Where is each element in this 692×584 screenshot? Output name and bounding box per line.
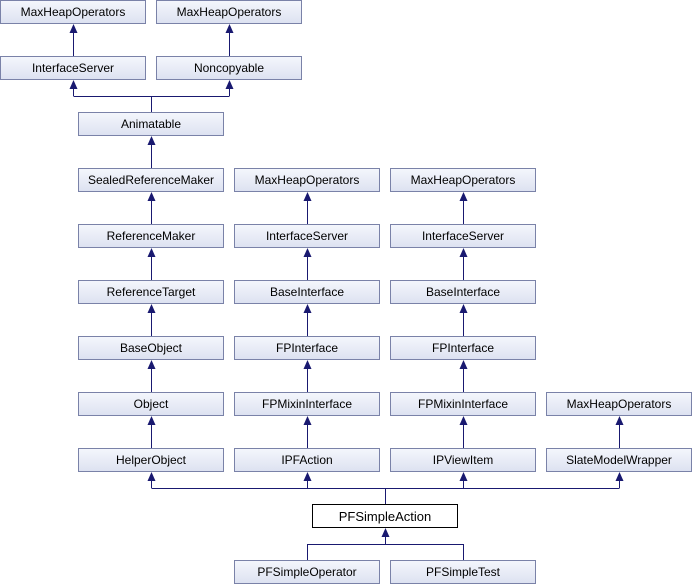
node-fp-interface-2[interactable]: FPInterface [390,336,536,360]
arrowhead [69,80,78,89]
node-ipview-item[interactable]: IPViewItem [390,448,536,472]
arrowhead [615,472,624,481]
arrowhead [459,192,468,201]
arrowhead [459,248,468,257]
node-object[interactable]: Object [78,392,224,416]
arrowhead [303,304,312,313]
arrowhead [459,416,468,425]
node-slate-model-wrapper[interactable]: SlateModelWrapper [546,448,692,472]
arrowhead [381,528,390,537]
node-base-interface-2[interactable]: BaseInterface [390,280,536,304]
node-sealed-reference-maker[interactable]: SealedReferenceMaker [78,168,224,192]
node-pf-simple-test[interactable]: PFSimpleTest [390,560,536,584]
node-fp-interface-1[interactable]: FPInterface [234,336,380,360]
node-pf-simple-operator[interactable]: PFSimpleOperator [234,560,380,584]
node-max-heap-operators-5[interactable]: MaxHeapOperators [546,392,692,416]
node-helper-object[interactable]: HelperObject [78,448,224,472]
arrowhead [147,192,156,201]
node-max-heap-operators-2[interactable]: MaxHeapOperators [156,0,302,24]
arrowhead [615,416,624,425]
arrowhead [303,360,312,369]
arrowhead [303,192,312,201]
node-fp-mixin-interface-1[interactable]: FPMixinInterface [234,392,380,416]
arrowhead [303,472,312,481]
arrowhead [147,136,156,145]
arrowhead [303,248,312,257]
node-max-heap-operators-1[interactable]: MaxHeapOperators [0,0,146,24]
node-interface-server-1[interactable]: InterfaceServer [0,56,146,80]
arrowhead [225,80,234,89]
node-max-heap-operators-4[interactable]: MaxHeapOperators [390,168,536,192]
node-max-heap-operators-3[interactable]: MaxHeapOperators [234,168,380,192]
node-reference-maker[interactable]: ReferenceMaker [78,224,224,248]
arrowhead [459,472,468,481]
arrowhead [147,360,156,369]
arrowhead [303,416,312,425]
node-fp-mixin-interface-2[interactable]: FPMixinInterface [390,392,536,416]
node-interface-server-3[interactable]: InterfaceServer [390,224,536,248]
node-noncopyable[interactable]: Noncopyable [156,56,302,80]
node-interface-server-2[interactable]: InterfaceServer [234,224,380,248]
arrowhead [147,416,156,425]
node-base-interface-1[interactable]: BaseInterface [234,280,380,304]
node-ipf-action[interactable]: IPFAction [234,448,380,472]
arrowhead [147,248,156,257]
arrowhead [459,304,468,313]
node-reference-target[interactable]: ReferenceTarget [78,280,224,304]
arrowhead [147,304,156,313]
node-base-object[interactable]: BaseObject [78,336,224,360]
arrowhead [69,24,78,33]
node-animatable[interactable]: Animatable [78,112,224,136]
arrowhead [147,472,156,481]
node-pf-simple-action: PFSimpleAction [312,504,458,528]
arrowhead [225,24,234,33]
arrowhead [459,360,468,369]
